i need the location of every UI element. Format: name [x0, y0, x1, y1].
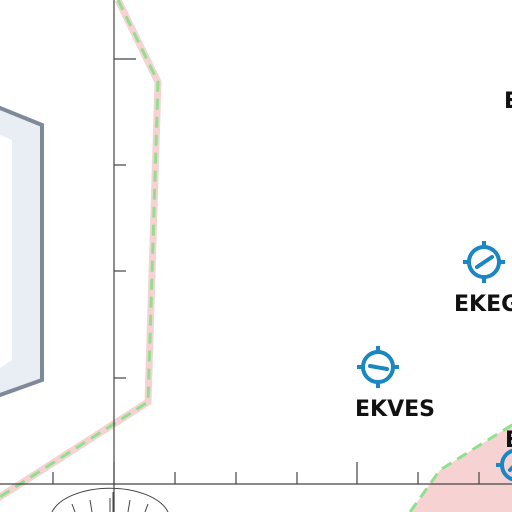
airport-label-partial-bottom: E — [505, 428, 512, 453]
airport-label-ekves: EKVES — [355, 397, 435, 422]
airport-symbol-icon[interactable] — [463, 241, 505, 283]
compass-rose-icon — [51, 487, 169, 512]
airport-ekves[interactable]: EKVES — [355, 346, 435, 422]
airspace-area — [408, 423, 512, 512]
restricted-area — [0, 106, 44, 397]
airport-label-ekeg: EKEG — [454, 292, 512, 317]
airport-ekeg[interactable]: EKEG — [454, 241, 512, 317]
airport-symbol-icon[interactable] — [357, 346, 399, 388]
airport-label-partial-top: E — [504, 89, 512, 114]
airspace-boundary — [0, 0, 162, 501]
